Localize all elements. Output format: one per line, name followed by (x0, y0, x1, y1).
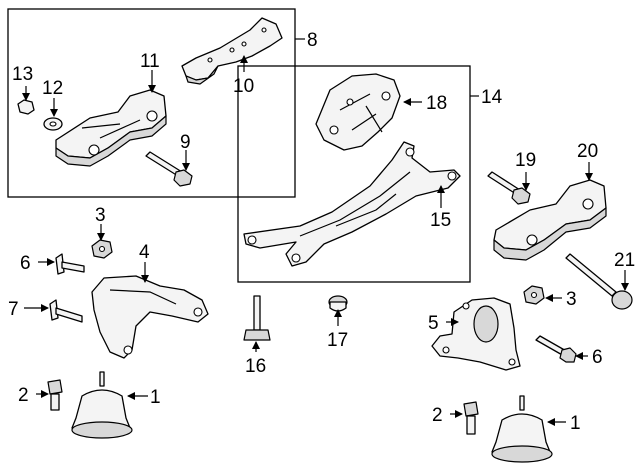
part-2-bolt-right (463, 401, 479, 435)
callout-6-right: 6 (592, 347, 603, 368)
callout-8: 8 (307, 30, 318, 51)
part-3-nut-right (523, 285, 545, 305)
callout-20: 20 (577, 141, 598, 162)
callout-18: 18 (426, 93, 447, 114)
part-4-bracket (91, 275, 209, 359)
part-12-washer (43, 117, 63, 131)
callout-11: 11 (140, 51, 160, 72)
callout-6-left: 6 (20, 253, 31, 274)
part-1-mount-left (71, 371, 133, 439)
part-15-crossmember (243, 141, 461, 267)
part-7-bolt (49, 299, 83, 323)
callout-4: 4 (139, 242, 150, 263)
callout-7: 7 (8, 299, 19, 320)
callout-3-right: 3 (566, 289, 577, 310)
group-box-8 (7, 8, 296, 198)
part-10-bracket (181, 17, 283, 85)
part-21-bolt (565, 253, 633, 310)
callout-14: 14 (481, 87, 503, 108)
callout-1-left: 1 (150, 387, 161, 408)
callout-2-right: 2 (432, 405, 443, 426)
callout-16: 16 (245, 356, 266, 377)
group-box-14 (237, 65, 471, 283)
callout-5: 5 (428, 313, 439, 334)
part-20-mount (493, 179, 607, 261)
part-6-bolt-left (55, 253, 85, 275)
part-16-stud (243, 295, 271, 341)
part-1-mount-right (491, 395, 553, 463)
callout-15: 15 (430, 210, 451, 231)
part-17-grommet (328, 295, 348, 312)
callout-12: 12 (42, 78, 63, 99)
part-3-nut-left (91, 239, 113, 259)
part-2-bolt-left (47, 379, 63, 411)
callout-3-left: 3 (95, 205, 106, 226)
part-18-bracket (315, 73, 401, 151)
part-5-bracket (431, 297, 521, 371)
part-9-bolt (145, 151, 193, 187)
callout-1-right: 1 (570, 413, 581, 434)
part-6-bolt-right (535, 335, 577, 363)
leader-lines (22, 55, 629, 426)
callout-13: 13 (12, 64, 33, 85)
part-11-mount (55, 89, 167, 167)
part-13-nut (17, 99, 35, 115)
part-19-bolt (487, 171, 531, 205)
callout-19: 19 (515, 150, 536, 171)
callout-10: 10 (233, 76, 254, 97)
callout-2-left: 2 (18, 385, 29, 406)
callout-9: 9 (180, 132, 191, 153)
callout-17: 17 (327, 330, 348, 351)
callout-21: 21 (614, 250, 635, 271)
